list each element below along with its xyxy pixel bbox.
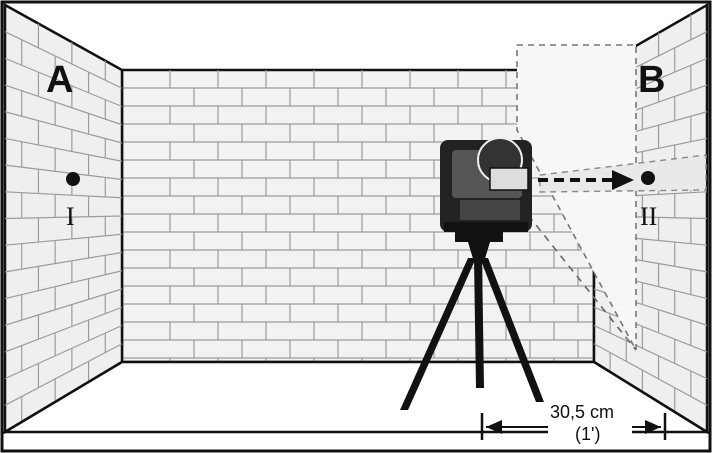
measurement-distance: 30,5 cm [550,402,614,422]
measurement-distance-imperial: (1') [575,424,600,444]
tripod-icon [400,232,544,410]
rotary-laser-level-icon [440,137,532,232]
wall-label-b: B [638,59,665,101]
point-label-ii: II [640,202,657,231]
wall-label-a: A [46,59,73,101]
laser-beam-arrow-icon [538,170,634,190]
point-marker-i [66,172,80,186]
laser-plane [516,44,707,351]
point-marker-ii [641,171,655,185]
left-wall-a [3,2,124,435]
point-label-i: I [66,202,75,231]
